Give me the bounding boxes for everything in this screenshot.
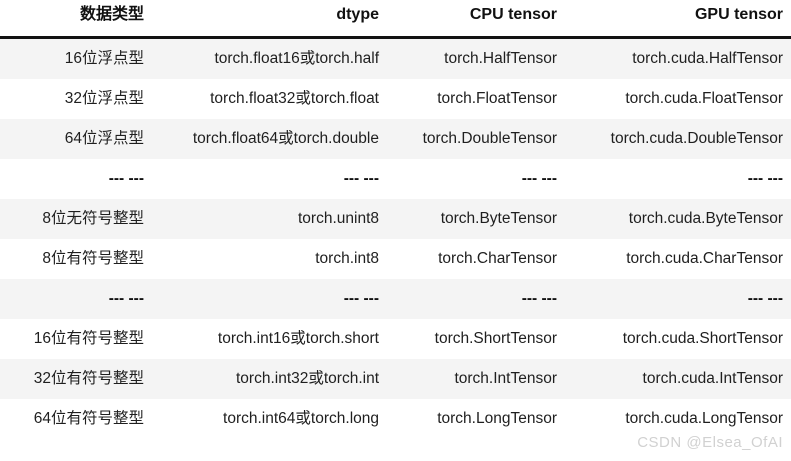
table-cell: torch.DoubleTensor [387,119,565,159]
column-header-dtype: dtype [336,6,379,23]
table-separator-row: --- ------ ------ ------ --- [0,279,791,319]
table-cell: 64位有符号整型 [0,399,152,439]
separator-cell: --- --- [152,159,387,199]
table-separator-row: --- ------ ------ ------ --- [0,159,791,199]
table-cell: torch.int16或torch.short [152,319,387,359]
table-cell: torch.unint8 [152,199,387,239]
table-cell: 64位浮点型 [0,119,152,159]
table-cell: 32位有符号整型 [0,359,152,399]
separator-cell: --- --- [565,159,791,199]
table-cell: torch.IntTensor [387,359,565,399]
table-cell: torch.ShortTensor [387,319,565,359]
separator-cell: --- --- [0,159,152,199]
column-header-data-type: 数据类型 [79,6,144,23]
separator-cell: --- --- [387,279,565,319]
table-cell: torch.CharTensor [387,239,565,279]
table-cell: 32位浮点型 [0,79,152,119]
table-cell: torch.cuda.CharTensor [565,239,791,279]
table-cell: torch.HalfTensor [387,37,565,79]
table-cell: torch.cuda.LongTensor [565,399,791,439]
table-cell: torch.cuda.FloatTensor [565,79,791,119]
table-cell: torch.FloatTensor [387,79,565,119]
separator-cell: --- --- [152,279,387,319]
table-cell: torch.float64或torch.double [152,119,387,159]
table-cell: torch.cuda.ShortTensor [565,319,791,359]
separator-cell: --- --- [0,279,152,319]
table-cell: 8位无符号整型 [0,199,152,239]
table-cell: torch.float32或torch.float [152,79,387,119]
table-cell: torch.cuda.HalfTensor [565,37,791,79]
table-header: 数据类型 dtype CPU tensor GPU tensor [0,0,791,38]
table-cell: torch.int64或torch.long [152,399,387,439]
column-header-cpu-tensor: CPU tensor [469,6,557,23]
table-cell: 8位有符号整型 [0,239,152,279]
separator-cell: --- --- [565,279,791,319]
table-cell: torch.LongTensor [387,399,565,439]
separator-cell: --- --- [387,159,565,199]
table-cell: torch.cuda.ByteTensor [565,199,791,239]
table-cell: torch.int32或torch.int [152,359,387,399]
table-cell: 16位有符号整型 [0,319,152,359]
table-cell: torch.cuda.DoubleTensor [565,119,791,159]
table-cell: torch.int8 [152,239,387,279]
table-cell: torch.cuda.IntTensor [565,359,791,399]
table-cell: torch.ByteTensor [387,199,565,239]
column-header-gpu-tensor: GPU tensor [694,6,783,23]
table-header-row: 数据类型 dtype CPU tensor GPU tensor [0,0,791,38]
table-cell: torch.float16或torch.half [152,37,387,79]
table-cell: 16位浮点型 [0,37,152,79]
